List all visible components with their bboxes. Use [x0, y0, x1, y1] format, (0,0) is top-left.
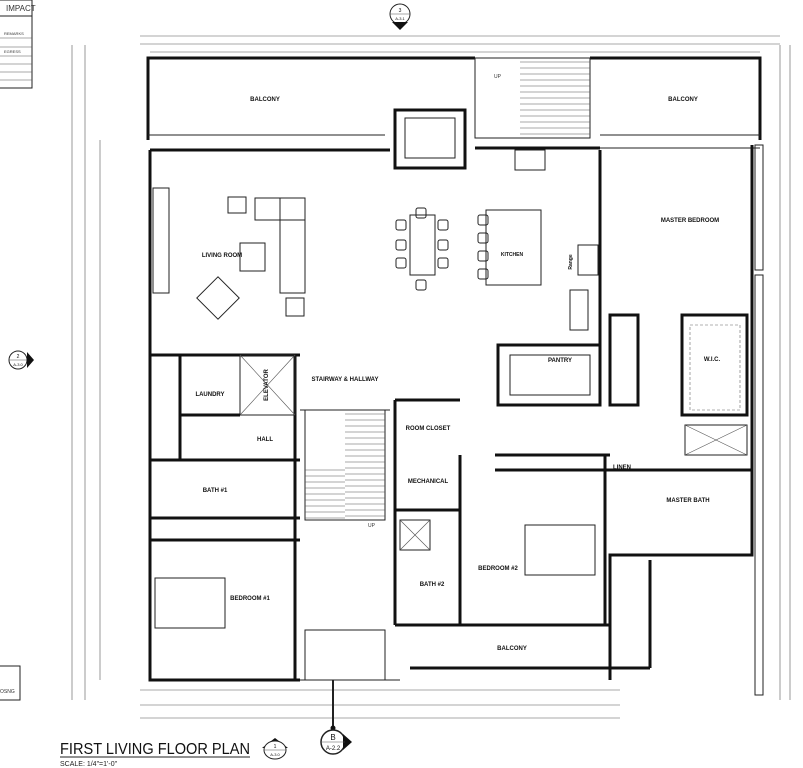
hall-label: HALL [257, 437, 273, 443]
bath1-label: BATH #1 [203, 488, 228, 494]
chair [477, 214, 489, 226]
chair [395, 219, 407, 231]
drawing-title-block: FIRST LIVING FLOOR PLAN SCALE: 1/4"=1'-0… [60, 738, 288, 768]
stair-top: UP [474, 57, 591, 139]
bath2-label: BATH #2 [420, 582, 445, 588]
table-header: IMPACT [6, 4, 36, 13]
svg-text:A-3.1: A-3.1 [395, 16, 405, 21]
exterior-walls [148, 108, 764, 696]
svg-text:A-3.0: A-3.0 [270, 752, 280, 757]
pantry-label: PANTRY [548, 358, 572, 364]
schedule-table: IMPACT REMARKS EGRESS OSNG [0, 0, 36, 701]
chair [415, 279, 427, 291]
section-callout-top: 3 A-3.1 [389, 3, 411, 30]
drawing-scale: SCALE: 1/4"=1'-0" [60, 761, 118, 768]
svg-text:A-2.2: A-2.2 [326, 746, 341, 752]
chair [395, 239, 407, 251]
laundry-label: LAUNDRY [195, 392, 224, 398]
svg-text:1: 1 [274, 744, 277, 750]
stair-middle: UP [304, 409, 386, 681]
svg-text:2: 2 [17, 354, 20, 360]
kitchen-label: KITCHEN [501, 252, 524, 258]
balcony-top: BALCONY BALCONY [146, 56, 762, 140]
remarks-column: REMARKS [4, 31, 24, 36]
section-callout-left: 2 A-3.0 [8, 350, 34, 370]
svg-text:3: 3 [399, 8, 402, 14]
living-room-label: LIVING ROOM [202, 253, 242, 259]
svg-text:B: B [330, 733, 335, 742]
chair [477, 268, 489, 280]
egress-column: EGRESS [4, 49, 21, 54]
wic-label: W.I.C. [704, 357, 721, 363]
chair [415, 207, 427, 219]
chair [437, 257, 449, 269]
bedroom1-label: BEDROOM #1 [230, 596, 270, 602]
room-labels: LIVING ROOM KITCHEN Range MASTER BEDROOM… [195, 218, 720, 652]
room-closet-label: ROOM CLOSET [406, 426, 451, 432]
furniture [154, 196, 596, 629]
balcony-left-label: BALCONY [250, 97, 280, 103]
balcony-bottom-label: BALCONY [497, 646, 527, 652]
range-label: Range [568, 254, 574, 270]
svg-text:A-3.0: A-3.0 [13, 362, 23, 367]
master-bath-label: MASTER BATH [666, 498, 709, 504]
chair [477, 250, 489, 262]
stairway-label: STAIRWAY & HALLWAY [312, 377, 379, 383]
chair [477, 232, 489, 244]
dimension-lines [71, 35, 791, 719]
chair [437, 239, 449, 251]
section-callout-bottom: B A-2.2 [320, 680, 352, 755]
stair-up-label: UP [494, 74, 502, 80]
bedroom2-label: BEDROOM #2 [478, 566, 518, 572]
chair [437, 219, 449, 231]
master-bedroom-label: MASTER BEDROOM [661, 218, 719, 224]
balcony-right-label: BALCONY [668, 97, 698, 103]
interior-walls [150, 149, 752, 680]
table-note: OSNG [0, 689, 15, 695]
elevator-label: ELEVATOR [264, 368, 270, 400]
stair-up-label-mid: UP [368, 523, 376, 529]
chair [395, 257, 407, 269]
drawing-title: FIRST LIVING FLOOR PLAN [60, 741, 250, 758]
mechanical-label: MECHANICAL [408, 479, 449, 485]
linen-label: LINEN [613, 465, 631, 471]
